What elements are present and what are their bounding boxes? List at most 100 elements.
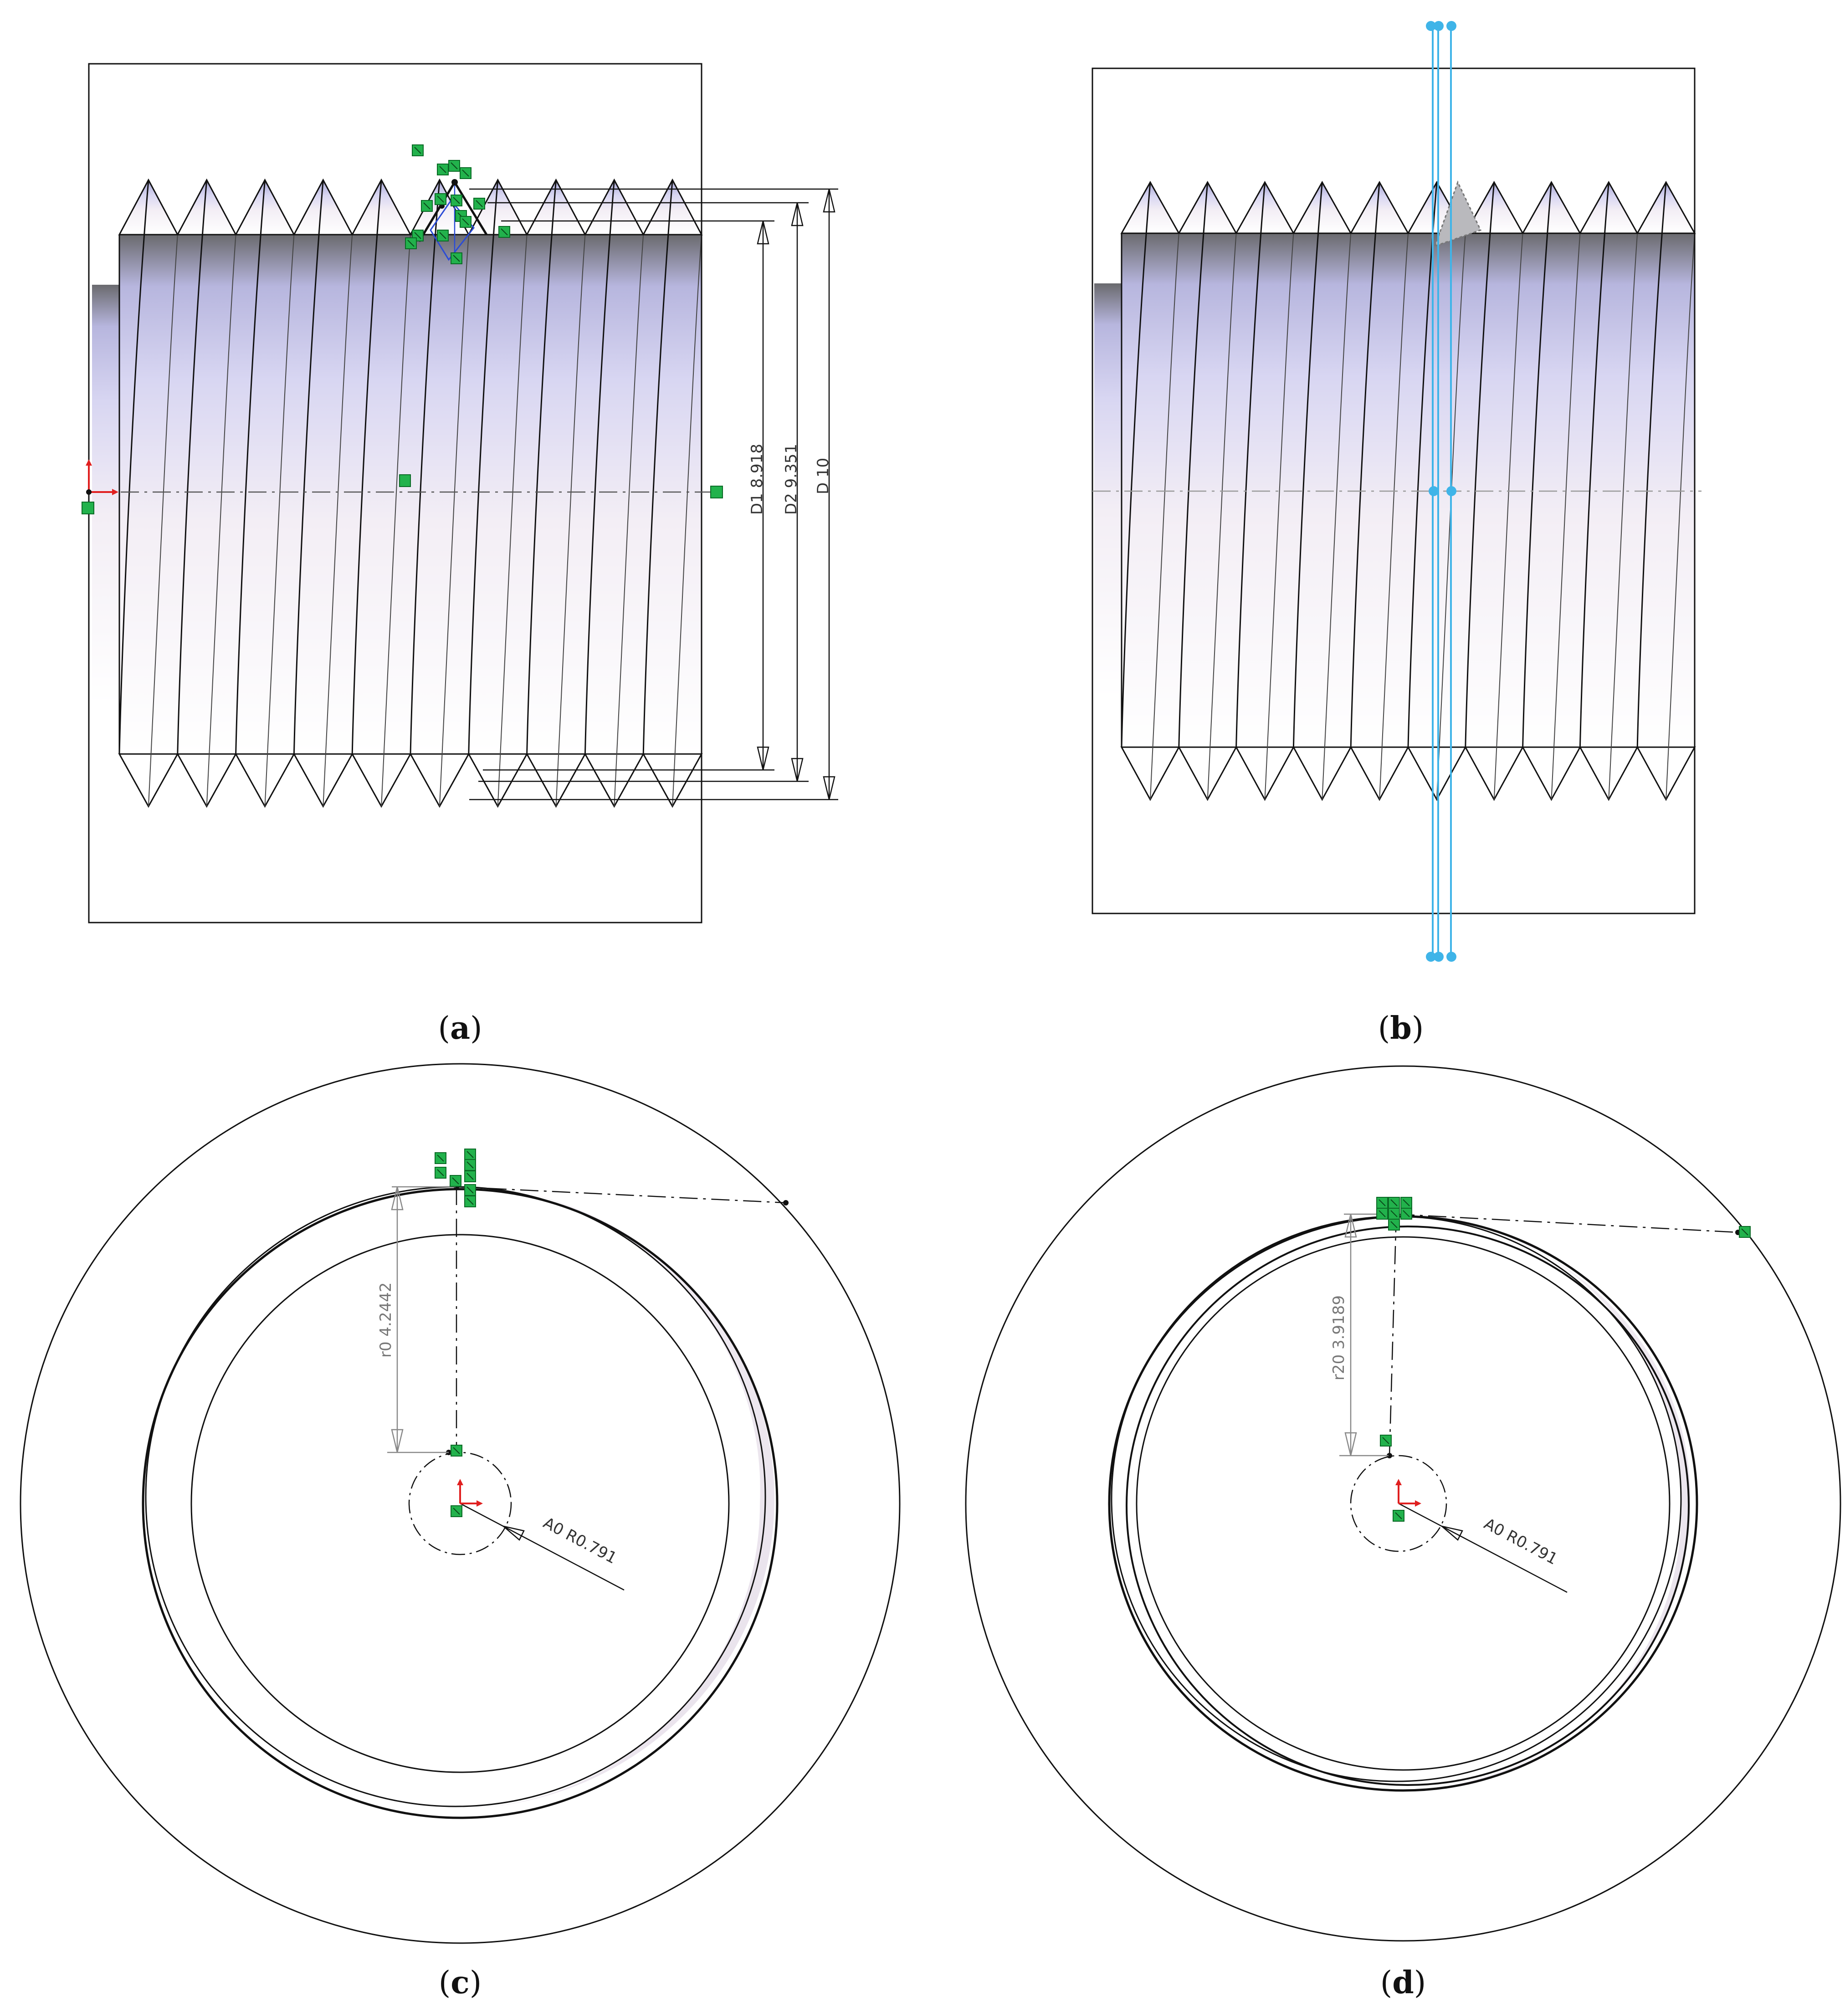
sketch-relation-icon-mark [466, 1173, 474, 1180]
panel-d-minor-circle [1136, 1236, 1671, 1771]
thread-tooth-bottom [292, 753, 354, 808]
thread-helix-line [555, 234, 586, 807]
panel-d-radius-label: r20 3.9189 [1330, 1295, 1348, 1380]
panel-a-dimension-arrows [757, 189, 835, 800]
sketch-relation-icon-mark [462, 218, 469, 226]
thread-helix-line [1407, 182, 1438, 748]
thread-helix-line [1551, 233, 1581, 800]
thread-helix-line [439, 234, 469, 807]
panel-b-thread-with-planes: (b) [1092, 21, 1702, 1046]
thread-helix-line [235, 180, 266, 754]
thread-helix-line [1322, 233, 1352, 800]
thread-helix-line [1522, 182, 1552, 748]
thread-tooth-top [1120, 180, 1180, 234]
thread-helix-line [1350, 182, 1380, 748]
thread-helix-line [584, 180, 615, 754]
panel-a-sketch-relation-icons [405, 144, 510, 264]
panel-c-relation-icons [435, 1149, 476, 1517]
sketch-relation-icon-mark [466, 1186, 474, 1194]
thread-tooth-top [1578, 180, 1639, 234]
panel-b-thread-body [1094, 180, 1696, 801]
thread-helix-line [1149, 233, 1179, 800]
sketch-relation-icon-mark [453, 1447, 460, 1454]
sketch-relation-icon-mark [439, 166, 446, 173]
thread-body-fill [119, 235, 702, 754]
thread-helix-line [177, 180, 208, 754]
thread-tooth-bottom [1464, 746, 1524, 801]
thread-helix-line [148, 234, 178, 807]
sketch-relation-icon [1393, 1510, 1404, 1522]
thread-helix-line [526, 180, 557, 754]
thread-tooth-bottom [176, 753, 237, 808]
thread-tooth-top [1349, 180, 1409, 234]
panel-c-angle-dimension [460, 1503, 625, 1591]
thread-helix-line [206, 234, 236, 807]
sketch-relation-icon-mark [1379, 1210, 1386, 1217]
sketch-relation-icon-mark [453, 197, 460, 204]
dimension-d2-label: D2 9.351 [782, 444, 800, 515]
thread-tooth-bottom [526, 753, 586, 808]
sketch-relation-icon-mark [453, 1508, 460, 1515]
thread-helix-line [1178, 182, 1209, 748]
sketch-relation-icon-mark [407, 240, 415, 247]
panel-a-thread-side-view: D1 8.918 D2 9.351 D 10 (a) [82, 63, 838, 1046]
panel-a-caption: (a) [438, 1010, 482, 1046]
thread-helix-line [1121, 182, 1151, 748]
dimension-d1-label: D1 8.918 [748, 444, 766, 515]
panel-a-dimension-lines [469, 188, 838, 800]
thread-helix-line [672, 234, 702, 807]
thread-helix-line [323, 234, 353, 807]
panel-a-relation-icon [82, 502, 94, 514]
thread-helix-line [497, 234, 528, 807]
panel-c-outer-circle [20, 1063, 901, 1944]
thread-tooth-top [1522, 180, 1581, 234]
thread-helix-line [293, 180, 324, 754]
thread-tooth-bottom [467, 753, 528, 808]
panel-d-relation-icons [1376, 1197, 1751, 1522]
sketch-relation-icon-mark [439, 232, 446, 239]
thread-tooth-bottom [1349, 746, 1409, 801]
panel-d-angle-dimension [1398, 1503, 1568, 1593]
panel-c-major-circle [142, 1188, 779, 1819]
thread-tooth-top [235, 178, 295, 236]
thread-tooth-top [351, 178, 412, 236]
panel-a-relation-icon [399, 474, 411, 487]
thread-helix-line [1608, 233, 1638, 800]
thread-tooth-top [292, 178, 354, 236]
panel-b-caption: (b) [1378, 1010, 1424, 1046]
thread-helix-line [1493, 233, 1523, 800]
thread-tooth-bottom [1120, 746, 1180, 801]
panel-a-origin-icon [86, 459, 118, 495]
sketch-relation-icon-mark [423, 202, 430, 210]
panel-d-construction-circle [1350, 1455, 1447, 1552]
thread-tooth-bottom [409, 753, 470, 808]
thread-tooth-bottom [118, 753, 179, 808]
panel-c-radius-dimension [387, 1186, 456, 1453]
thread-tooth-bottom [642, 753, 703, 808]
thread-helix-line [1465, 182, 1495, 748]
panel-d-pitch-circle [1126, 1226, 1690, 1786]
thread-tooth-bottom [235, 753, 295, 808]
thread-tooth-bottom [1636, 746, 1696, 801]
thread-helix-line [351, 180, 382, 754]
panel-a-thread-body [92, 178, 703, 808]
panel-d-pitch-circle-2 [1111, 1216, 1682, 1782]
panel-c-caption: (c) [439, 1965, 482, 2001]
panel-d-construction-line [1389, 1214, 1397, 1456]
thread-tooth-top [1636, 180, 1696, 234]
sketch-relation-icon-mark [1403, 1199, 1410, 1206]
sketch-relation-icon-mark [476, 200, 483, 207]
thread-helix-line [410, 180, 441, 754]
thread-helix-line [1379, 233, 1409, 800]
panel-d-thread-end-view: r20 3.9189 A0 R0.791 (d) [965, 1065, 1841, 2001]
sketch-relation-icon-mark [466, 1161, 474, 1169]
sketch-relation-icon-mark [1382, 1437, 1389, 1444]
sketch-relation-icon-mark [453, 255, 460, 262]
thread-helix-line [264, 234, 295, 807]
panel-c-radius-label: r0 4.2442 [377, 1282, 395, 1358]
sketch-relation-icon-mark [1390, 1210, 1398, 1217]
sketch-relation-icon-mark [1390, 1199, 1398, 1206]
sketch-relation-icon-mark [1379, 1199, 1386, 1206]
sketch-relation-icon-mark [437, 195, 444, 203]
